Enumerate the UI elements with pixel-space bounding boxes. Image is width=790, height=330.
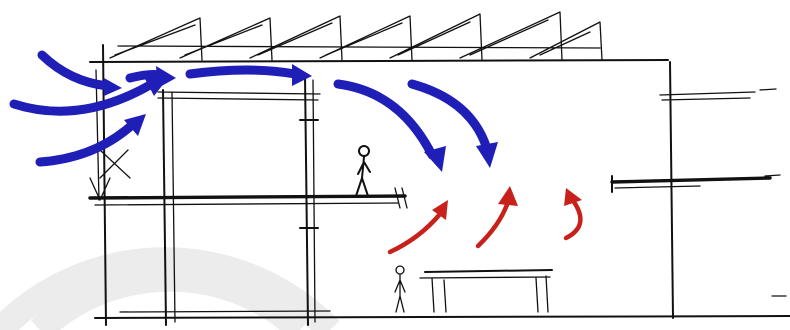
standing-figure-icon	[395, 266, 405, 312]
warm-air-arrow-1	[390, 214, 440, 252]
air-arrow-1	[42, 55, 108, 86]
air-arrow-2	[14, 85, 150, 111]
person-upper-head	[359, 146, 369, 156]
air-arrow-1-head	[104, 78, 122, 96]
right-floor-upper	[660, 92, 755, 100]
upper-beam	[158, 92, 320, 100]
air-arrow-6	[338, 84, 432, 155]
roof-glazing-lines	[115, 20, 590, 55]
blue-curved-arrow-icon	[190, 64, 312, 86]
air-arrow-5-head	[292, 64, 312, 86]
red-curved-arrow-icon	[564, 188, 582, 238]
table-furniture	[420, 270, 552, 312]
mezzanine-edge-mark	[395, 188, 407, 208]
blue-curved-arrow-icon	[338, 84, 446, 172]
table-legs	[432, 276, 548, 312]
right-structural-frame	[612, 62, 770, 318]
standing-figure-icon	[356, 146, 370, 196]
person-lower-head	[396, 266, 404, 274]
mezzanine-floor	[90, 120, 407, 228]
right-floor-middle	[612, 178, 770, 182]
warm-air-arrow-2-head	[498, 186, 518, 206]
air-arrow-4-head	[156, 66, 176, 88]
mezzanine-slab-underside	[95, 203, 398, 205]
right-floor-middle-2	[615, 186, 700, 188]
roof-ridge-line	[118, 46, 600, 48]
ground-line	[95, 316, 790, 318]
red-curved-arrow-icon	[390, 200, 448, 252]
person-upper-body	[356, 157, 370, 196]
inner-column-right-edge	[313, 80, 315, 322]
sawtooth-roof	[90, 12, 668, 62]
warm-air-arrow-2	[478, 202, 508, 246]
person-lower-body	[395, 275, 405, 312]
warm-air-arrow-3	[566, 202, 580, 238]
roof-teeth	[110, 12, 602, 60]
air-arrow-5	[190, 70, 295, 74]
ground-floor	[95, 311, 790, 318]
inner-column-right	[305, 75, 308, 325]
mezzanine-slab	[90, 196, 405, 198]
column-tick-1	[300, 120, 318, 228]
table-top-edge	[420, 277, 550, 278]
right-edge-dashes	[760, 89, 786, 296]
air-arrow-3	[40, 125, 132, 162]
air-arrow-7-head	[476, 142, 498, 168]
left-column-edge	[96, 70, 99, 200]
red-curved-arrow-icon	[478, 186, 518, 246]
roof-baseline	[90, 60, 668, 62]
table-top	[425, 270, 552, 272]
blue-curved-arrow-icon	[40, 114, 146, 162]
blue-curved-arrow-icon	[412, 84, 498, 168]
